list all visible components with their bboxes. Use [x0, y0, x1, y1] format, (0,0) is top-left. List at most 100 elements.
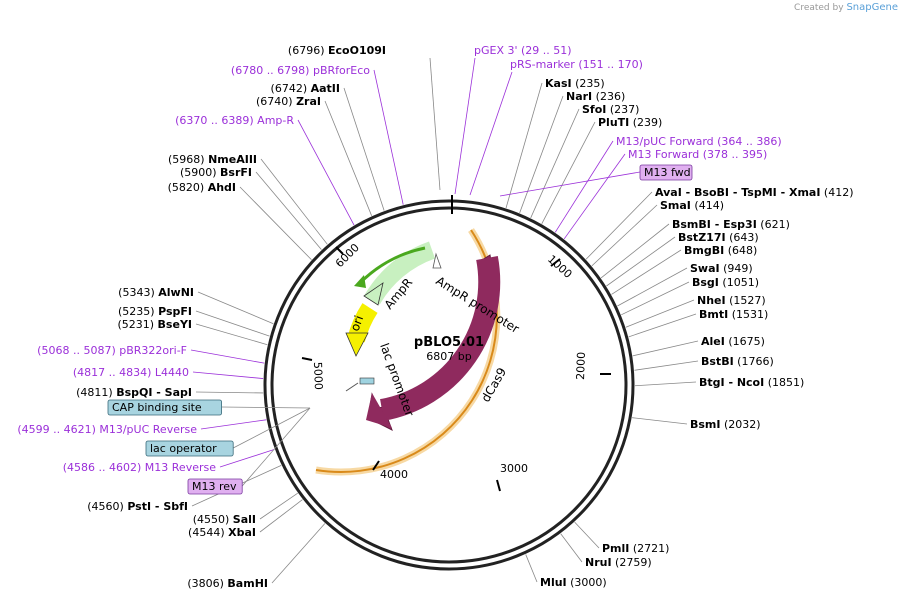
left-connector-0	[373, 69, 404, 205]
top-label-2: pRS-marker (151 .. 170)	[510, 58, 643, 71]
right-label-3: PluTI (239)	[598, 116, 662, 129]
left-label-9: (5231) BseYI	[117, 318, 192, 331]
right-label-9: BsmBI - Esp3I (621)	[672, 218, 790, 231]
lac-operator-marker	[359, 377, 375, 385]
left-connector-4	[260, 158, 328, 245]
top-label-0: (6796) EcoO109I	[288, 44, 386, 57]
left-box-15	[145, 440, 234, 457]
feature-ori: ori	[348, 314, 366, 333]
left-connector-9	[195, 323, 268, 346]
right-label-21: NruI (2759)	[585, 556, 652, 569]
backbone-outer-ring	[263, 199, 635, 571]
plasmid-name: pBLO5.01	[414, 335, 484, 350]
left-box-17	[187, 478, 243, 495]
right-connector-6	[499, 171, 641, 197]
top-label-1: pGEX 3' (29 .. 51)	[474, 44, 572, 57]
right-box-label-6: M13 fwd	[644, 166, 691, 179]
left-label-8: (5235) PspFI	[118, 305, 192, 318]
right-label-8: SmaI (414)	[660, 199, 724, 212]
right-label-22: MluI (3000)	[540, 576, 607, 589]
left-label-21: (3806) BamHI	[187, 577, 268, 590]
right-label-13: BsgI (1051)	[692, 276, 759, 289]
right-label-14: NheI (1527)	[697, 294, 766, 307]
right-label-18: BtgI - NcoI (1851)	[699, 376, 804, 389]
right-label-17: BstBI (1766)	[701, 355, 774, 368]
left-connector-7	[197, 291, 274, 325]
left-box-13	[107, 399, 222, 416]
right-connector-14	[625, 299, 695, 328]
left-label-19: (4550) SalI	[193, 513, 256, 526]
right-label-12: SwaI (949)	[690, 262, 753, 275]
left-connector-1	[343, 87, 385, 211]
left-connector-16	[219, 449, 275, 468]
right-connector-16	[632, 340, 699, 357]
right-label-5: M13 Forward (378 .. 395)	[628, 148, 767, 161]
right-connector-7	[585, 191, 653, 260]
right-connector-3	[541, 121, 596, 224]
left-connector-3	[297, 119, 355, 226]
left-connector-20	[259, 499, 303, 533]
left-label-14: (4599 .. 4621) M13/pUC Reverse	[17, 423, 197, 436]
credit-prefix: Created by	[794, 3, 844, 13]
right-connector-17	[634, 360, 699, 371]
right-label-15: BmtI (1531)	[699, 308, 768, 321]
right-connector-20	[574, 521, 600, 549]
tick-3000: 3000	[500, 462, 528, 475]
right-connector-13	[621, 281, 690, 316]
left-label-20: (4544) XbaI	[188, 526, 256, 539]
right-connector-15	[628, 313, 697, 338]
right-connector-11	[611, 249, 682, 295]
right-box-6	[639, 164, 693, 181]
tick-marks	[301, 195, 611, 492]
right-label-0: KasI (235)	[545, 77, 605, 90]
right-label-20: PmlI (2721)	[602, 542, 669, 555]
left-connector-6	[239, 186, 312, 261]
left-connector-11	[192, 371, 264, 379]
tick-6000: 6000	[333, 241, 362, 270]
left-label-5: (5900) BsrFI	[180, 166, 252, 179]
plasmid-length: 6807 bp	[426, 350, 471, 363]
right-label-4: M13/pUC Forward (364 .. 386)	[616, 135, 782, 148]
right-connector-5	[563, 153, 626, 240]
top-connector-0	[429, 57, 441, 191]
left-connector-14	[200, 419, 267, 430]
left-connector-2	[324, 100, 373, 216]
left-label-6: (5820) AhdI	[168, 181, 236, 194]
left-label-1: (6742) AatII	[271, 82, 340, 95]
backbone-inner-ring	[270, 206, 628, 564]
left-connector-8	[195, 310, 270, 337]
right-label-11: BmgBI (648)	[684, 244, 757, 257]
right-label-19: BsmI (2032)	[690, 418, 761, 431]
right-connector-22	[525, 554, 538, 583]
left-label-10: (5068 .. 5087) pBR322ori-F	[37, 344, 187, 357]
label-connectors	[190, 57, 699, 584]
right-connector-8	[591, 204, 658, 267]
left-connector-10	[190, 349, 265, 364]
right-label-7: AvaI - BsoBI - TspMI - XmaI (412)	[655, 186, 854, 199]
snapgene-logo: SnapGene	[846, 2, 898, 13]
right-connector-0	[505, 82, 543, 209]
right-connector-10	[606, 236, 676, 287]
right-label-1: NarI (236)	[566, 90, 625, 103]
tick-2000: 2000	[574, 352, 588, 380]
left-box-label-15: lac operator	[150, 442, 217, 455]
left-label-0: (6780 .. 6798) pBRforEco	[231, 64, 370, 77]
left-box-label-13: CAP binding site	[112, 401, 202, 414]
left-connector-12	[195, 391, 264, 394]
left-connector-17	[241, 407, 311, 487]
left-label-3: (6370 .. 6389) Amp-R	[175, 114, 294, 127]
left-box-label-17: M13 rev	[192, 480, 237, 493]
top-connector-1	[454, 57, 476, 195]
left-connector-21	[271, 523, 326, 584]
right-connector-19	[632, 417, 688, 425]
right-connector-18	[634, 381, 697, 387]
right-connector-2	[530, 108, 580, 219]
right-connector-9	[600, 223, 670, 279]
left-label-18: (4560) PstI - SbfI	[87, 500, 188, 513]
right-connector-4	[554, 140, 614, 233]
right-connector-21	[560, 533, 583, 563]
left-label-2: (6740) ZraI	[256, 95, 321, 108]
right-connector-1	[519, 95, 564, 214]
left-label-7: (5343) AlwNI	[118, 286, 194, 299]
